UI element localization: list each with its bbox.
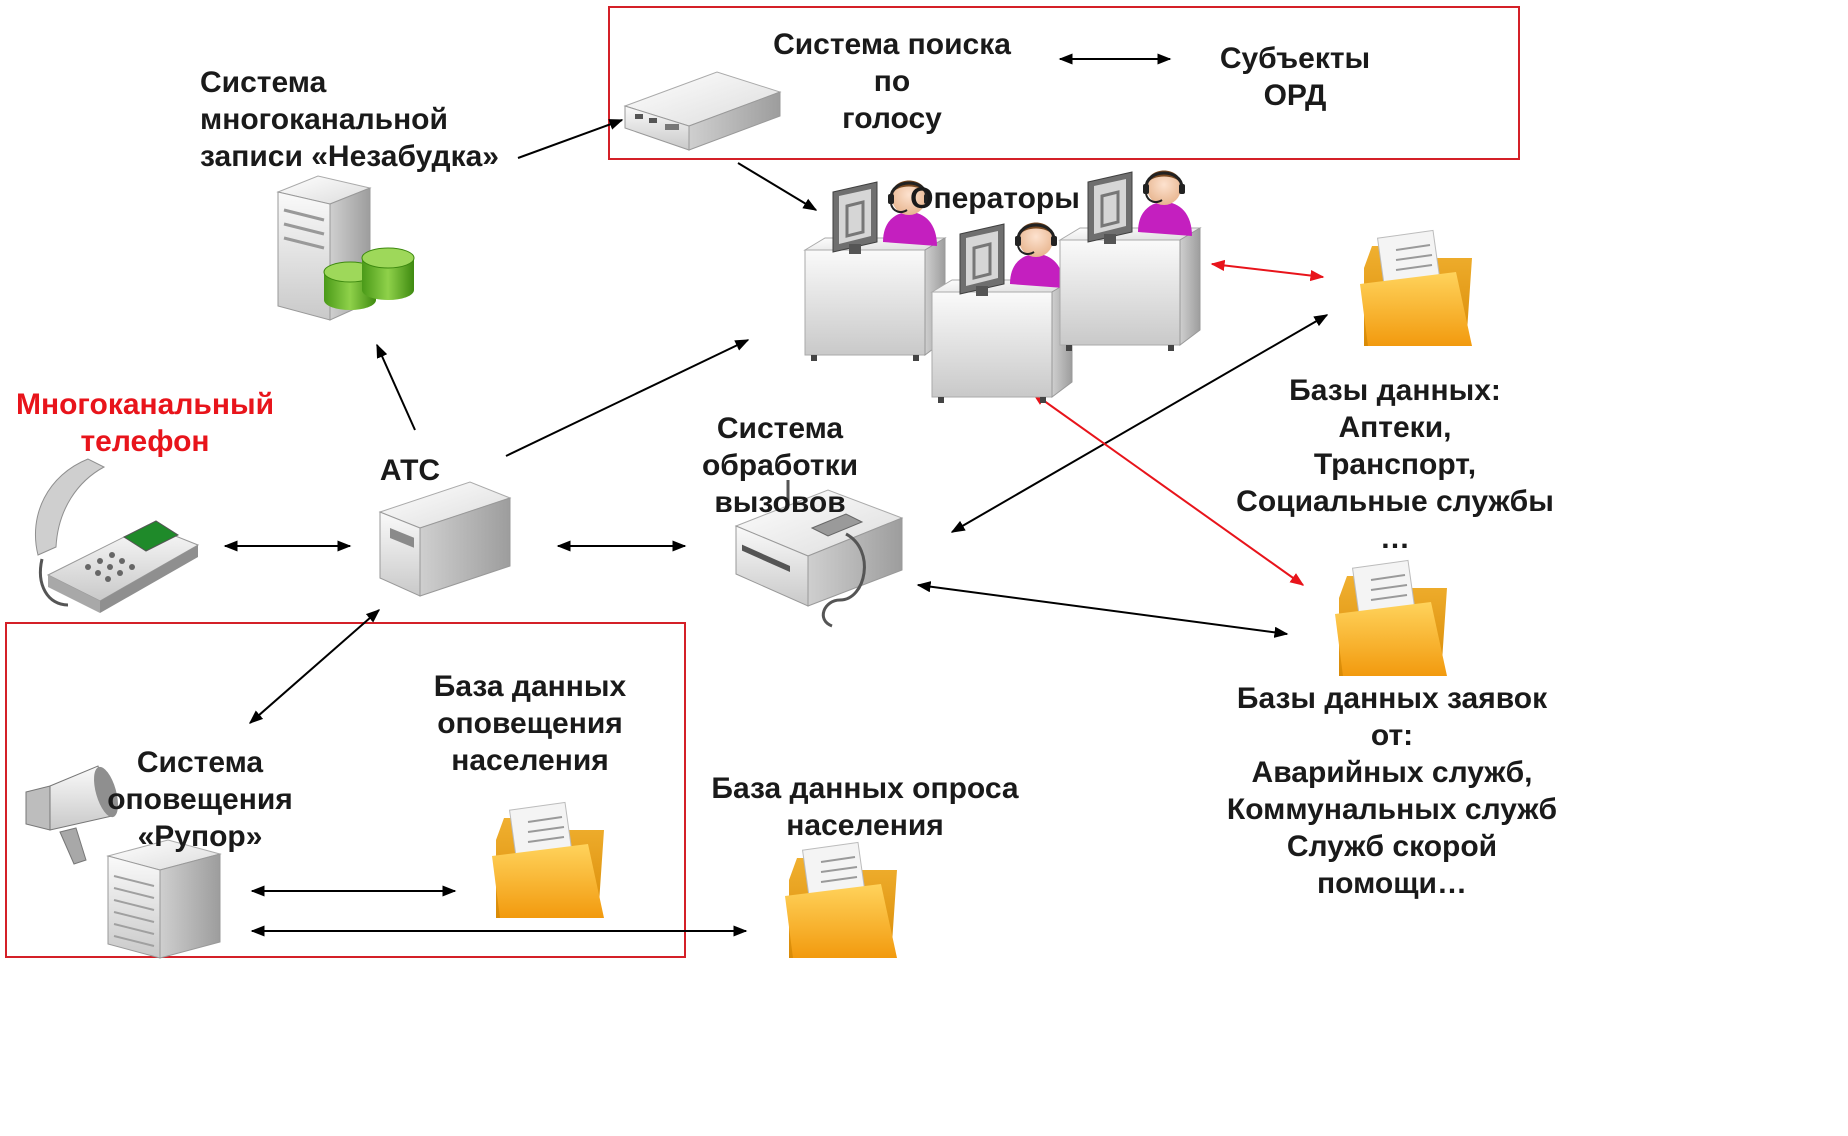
voice-search-line-2: голосу bbox=[842, 102, 942, 135]
db-requests-line-1: Базы данных заявок от: bbox=[1236, 682, 1548, 752]
survey-db-label: База данных опроса населения bbox=[710, 770, 1020, 844]
db-requests-line-4: Служб скорой помощи… bbox=[1286, 830, 1498, 900]
pbx-box-icon bbox=[378, 481, 512, 597]
voice-search-label: Система поиска по голосу bbox=[752, 26, 1032, 137]
operators-text: Операторы bbox=[910, 182, 1080, 215]
folder-document-icon bbox=[1359, 229, 1473, 347]
voice-search-line-1: Система поиска по bbox=[773, 28, 1011, 98]
server-tower-with-database-icon bbox=[276, 175, 415, 321]
notification-line-1: Система оповещения bbox=[107, 746, 293, 816]
red-connection-arrows bbox=[1031, 259, 1325, 586]
recording-line-2: многоканальной bbox=[200, 103, 448, 136]
pbx-label: АТС bbox=[370, 452, 450, 489]
dispatcher-console-icon bbox=[734, 480, 904, 628]
ord-subjects-text: Субъекты ОРД bbox=[1219, 42, 1371, 112]
db-requests-label: Базы данных заявок от: Аварийных служб, … bbox=[1212, 680, 1572, 902]
phone-line-1: Многоканальный bbox=[15, 388, 275, 421]
db-services-line-3: Транспорт, bbox=[1313, 448, 1477, 481]
db-services-line-2: Аптеки, bbox=[1338, 411, 1452, 444]
notification-db-label: База данных оповещения населения bbox=[420, 668, 640, 779]
server-box-icon bbox=[623, 71, 782, 151]
operator-workstation-icon bbox=[930, 221, 1074, 405]
multichannel-phone-label: Многоканальный телефон bbox=[10, 386, 280, 460]
megaphone-icon bbox=[25, 765, 118, 865]
db-requests-line-3: Коммунальных служб bbox=[1226, 793, 1558, 826]
db-services-line-4: Социальные службы … bbox=[1236, 485, 1554, 555]
ord-subjects-label: Субъекты ОРД bbox=[1185, 40, 1405, 114]
db-services-line-1: Базы данных: bbox=[1289, 374, 1501, 407]
recording-system-label: Система многоканальной записи «Незабудка… bbox=[200, 64, 500, 175]
recording-line-3: записи «Незабудка» bbox=[200, 140, 499, 173]
call-processing-line-1: Система обработки bbox=[701, 412, 859, 482]
folder-document-icon bbox=[491, 801, 605, 919]
db-services-label: Базы данных: Аптеки, Транспорт, Социальн… bbox=[1225, 372, 1565, 557]
notification-db-line-3: населения bbox=[451, 744, 609, 777]
notification-line-2: «Рупор» bbox=[137, 820, 263, 853]
notification-db-line-1: База данных bbox=[433, 670, 627, 703]
db-requests-line-2: Аварийных служб, bbox=[1251, 756, 1533, 789]
operators-label: Операторы bbox=[910, 180, 1080, 217]
phone-line-2: телефон bbox=[80, 425, 210, 458]
call-processing-label: Система обработки вызовов bbox=[635, 410, 925, 521]
desk-phone-icon bbox=[34, 458, 200, 613]
notification-db-line-2: оповещения bbox=[437, 707, 623, 740]
operator-workstation-icon bbox=[1058, 169, 1202, 353]
survey-db-line-1: База данных опроса bbox=[711, 772, 1019, 805]
recording-line-1: Система bbox=[200, 66, 327, 99]
pbx-text: АТС bbox=[379, 454, 441, 487]
call-processing-line-2: вызовов bbox=[714, 486, 846, 519]
folder-document-icon bbox=[784, 841, 898, 959]
folder-document-icon bbox=[1334, 559, 1448, 677]
rack-server-icon bbox=[106, 839, 222, 959]
notification-system-label: Система оповещения «Рупор» bbox=[40, 744, 360, 855]
voice-search-frame bbox=[608, 6, 1520, 160]
survey-db-line-2: населения bbox=[786, 809, 944, 842]
